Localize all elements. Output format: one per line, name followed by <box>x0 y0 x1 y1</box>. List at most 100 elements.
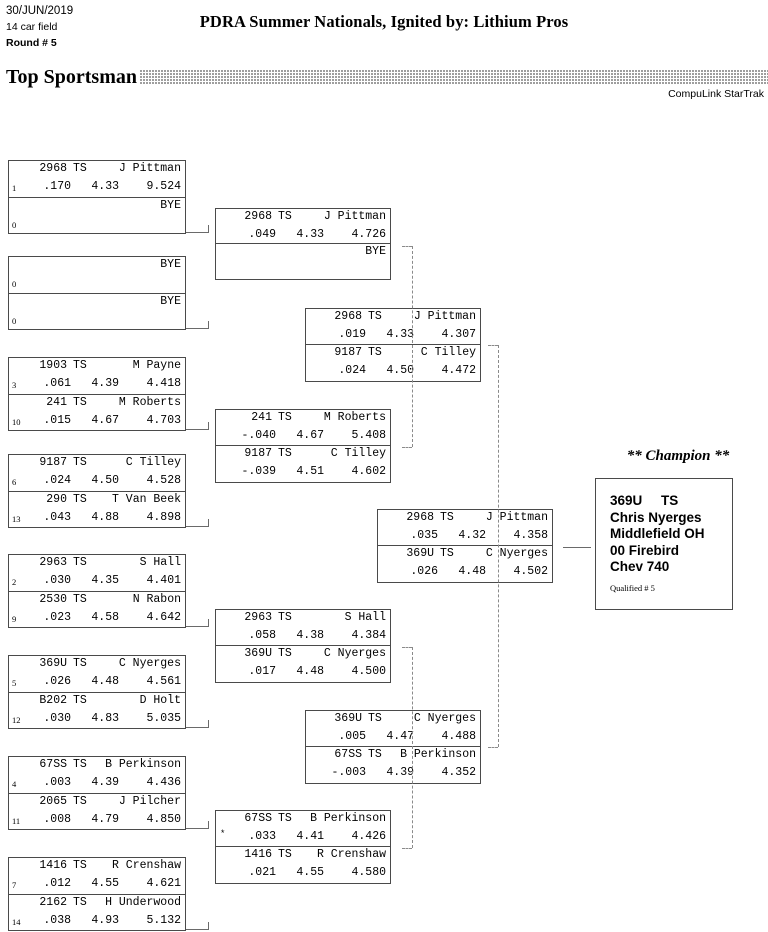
sixty-foot-time: 4.50 <box>91 474 119 487</box>
class-code: TS <box>278 447 292 460</box>
qualifying-seed: 0 <box>12 279 17 289</box>
driver-name: J Pittman <box>323 210 386 223</box>
sixty-foot-time: 4.83 <box>91 712 119 725</box>
reaction-time: .030 <box>43 574 71 587</box>
car-number: 9187 <box>244 447 272 460</box>
elapsed-time: 4.561 <box>146 675 181 688</box>
driver-name: C Nyerges <box>485 547 548 560</box>
driver-name: J Pittman <box>485 511 548 524</box>
class-code: TS <box>368 712 382 725</box>
reaction-time: .017 <box>248 665 276 678</box>
elapsed-time: 4.358 <box>513 529 548 542</box>
car-number: 1903 <box>39 359 67 372</box>
sixty-foot-time: 4.39 <box>386 766 414 779</box>
elapsed-time: 5.035 <box>146 712 181 725</box>
ladder-lane: BYE <box>216 244 390 279</box>
car-number: 2963 <box>244 611 272 624</box>
bracket-line <box>186 727 209 728</box>
champion-name: Chris Nyerges <box>610 509 702 525</box>
qualifying-seed: 4 <box>12 779 17 789</box>
sixty-foot-time: 4.35 <box>91 574 119 587</box>
sixty-foot-time: 4.55 <box>296 866 324 879</box>
bracket-line <box>186 232 209 233</box>
elapsed-time: 4.528 <box>146 474 181 487</box>
elapsed-time: 4.621 <box>146 877 181 890</box>
driver-name: BYE <box>365 245 386 258</box>
car-number: 369U <box>39 657 67 670</box>
car-number: 369U <box>334 712 362 725</box>
class-code: TS <box>368 310 382 323</box>
class-code: TS <box>73 359 87 372</box>
reaction-time: .170 <box>43 180 71 193</box>
elapsed-time: 4.580 <box>351 866 386 879</box>
car-number: 2963 <box>39 556 67 569</box>
reaction-time: .061 <box>43 377 71 390</box>
class-code: TS <box>73 593 87 606</box>
class-title: Top Sportsman <box>6 66 137 88</box>
champion-engine: Chev 740 <box>610 559 670 574</box>
class-code: TS <box>278 210 292 223</box>
car-number: 1416 <box>244 848 272 861</box>
qualifying-seed: 2 <box>12 577 17 587</box>
car-number: 1416 <box>39 859 67 872</box>
car-number: 2162 <box>39 896 67 909</box>
elapsed-time: 4.726 <box>351 228 386 241</box>
lane-timing-row: 0 <box>9 275 185 293</box>
elapsed-time: 4.500 <box>351 665 386 678</box>
lane-entry-row: BYE <box>216 244 390 262</box>
class-code: TS <box>440 511 454 524</box>
bracket-dashed <box>412 647 413 848</box>
sixty-foot-time: 4.88 <box>91 511 119 524</box>
car-number: 369U <box>406 547 434 560</box>
class-code: TS <box>278 848 292 861</box>
bracket-stub <box>208 720 209 728</box>
elapsed-time: 4.703 <box>146 414 181 427</box>
driver-name: J Pilcher <box>118 795 181 808</box>
class-code: TS <box>278 812 292 825</box>
qualifying-seed: 13 <box>12 514 21 524</box>
elapsed-time: 4.602 <box>351 465 386 478</box>
elapsed-time: 4.488 <box>441 730 476 743</box>
sixty-foot-time: 4.48 <box>296 665 324 678</box>
reaction-time: .058 <box>248 629 276 642</box>
driver-name: H Underwood <box>105 896 181 909</box>
bracket-stub <box>208 619 209 627</box>
bracket-line <box>186 328 209 329</box>
reaction-time: .019 <box>338 328 366 341</box>
reaction-time: .030 <box>43 712 71 725</box>
